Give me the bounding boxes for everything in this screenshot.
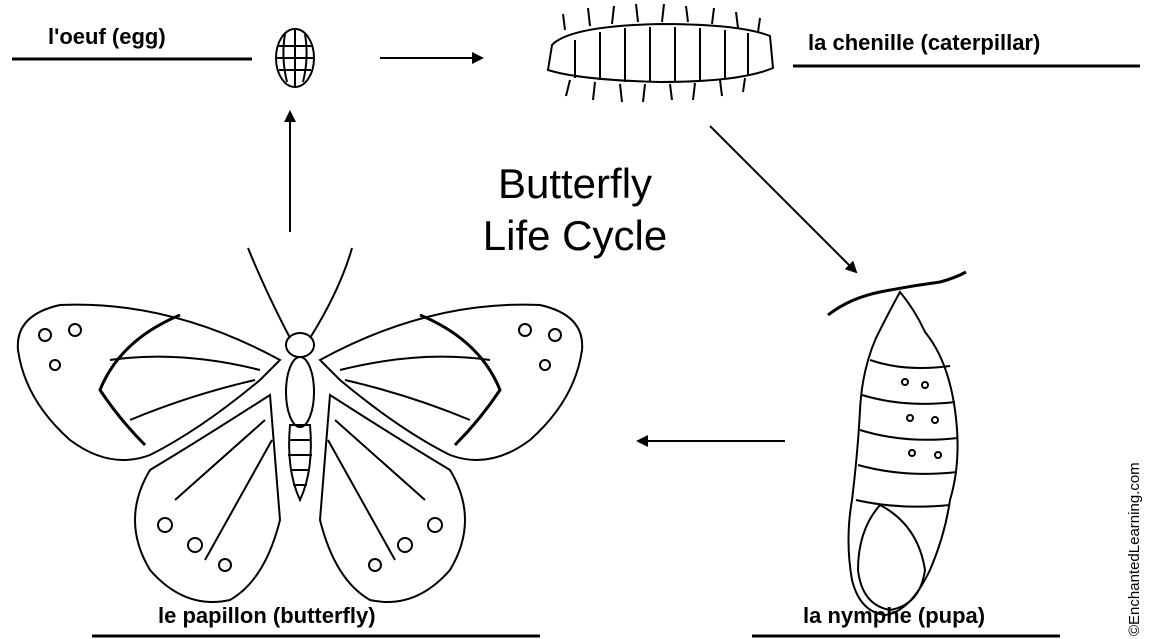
title-line-2: Life Cycle <box>455 210 695 262</box>
title-line-1: Butterfly <box>455 158 695 210</box>
butterfly-illustration <box>18 248 582 602</box>
pupa-label: la nymphe (pupa) <box>803 603 985 629</box>
copyright-credit: ©EnchantedLearning.com <box>1126 462 1143 636</box>
pupa-illustration <box>828 272 966 615</box>
caterpillar-label: la chenille (caterpillar) <box>808 30 1040 56</box>
egg-label: l'oeuf (egg) <box>48 24 166 50</box>
diagram-title: Butterfly Life Cycle <box>455 158 695 262</box>
butterfly-label: le papillon (butterfly) <box>158 603 376 629</box>
caterpillar-illustration <box>548 4 773 102</box>
arrow-caterpillar-to-pupa <box>710 126 856 272</box>
egg-illustration <box>276 29 314 87</box>
